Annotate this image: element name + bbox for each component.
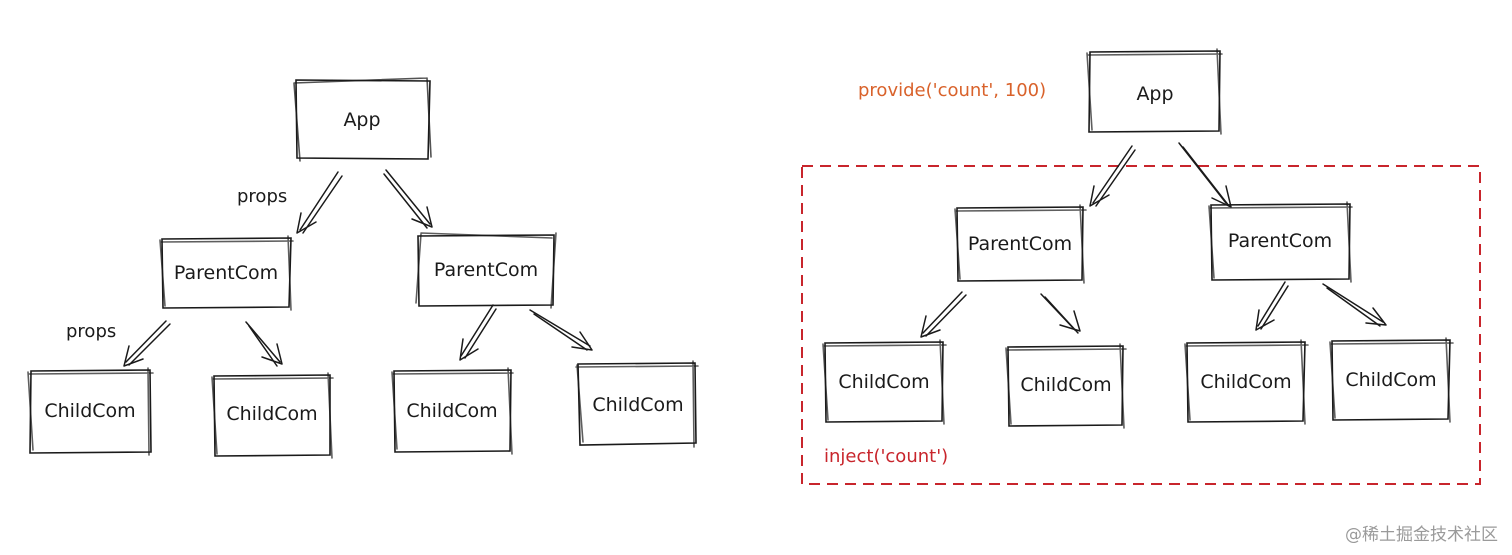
left-arrow-app-to-parent-2: [383, 169, 433, 229]
right-arrow-app-to-parent-2: [1178, 142, 1232, 208]
right-app-label: App: [1136, 83, 1173, 105]
left-child-node-1: ChildCom: [27, 367, 154, 456]
right-arrow-parent1-to-child2: [1040, 293, 1081, 334]
inject-label: inject('count'): [824, 446, 948, 467]
right-child-label-2: ChildCom: [1020, 374, 1111, 396]
right-child-label-1: ChildCom: [838, 371, 929, 393]
left-child-node-4: ChildCom: [575, 360, 699, 448]
left-props-label-top: props: [237, 186, 287, 207]
inject-scope-region: [801, 165, 1481, 485]
left-arrow-parent2-to-child3: [459, 304, 497, 361]
left-child-label-1: ChildCom: [44, 400, 135, 422]
right-arrow-parent2-to-child3: [1255, 281, 1289, 331]
left-arrow-parent1-to-child1: [123, 320, 171, 367]
right-child-node-2: ChildCom: [1005, 343, 1127, 429]
right-arrow-parent1-to-child1: [920, 291, 967, 338]
right-child-node-3: ChildCom: [1184, 339, 1309, 425]
left-parent-node-1: ParentCom: [159, 235, 294, 311]
left-arrow-parent2-to-child4: [529, 309, 593, 351]
right-child-label-4: ChildCom: [1345, 369, 1436, 391]
left-child-node-2: ChildCom: [211, 372, 334, 459]
right-arrow-app-to-parent-1: [1089, 145, 1136, 207]
left-child-node-3: ChildCom: [391, 367, 514, 455]
left-arrow-parent1-to-child2: [245, 321, 283, 367]
watermark: @稀土掘金技术社区: [1345, 525, 1498, 545]
right-arrow-parent2-to-child4: [1322, 283, 1387, 327]
left-child-label-4: ChildCom: [592, 394, 683, 416]
left-child-label-3: ChildCom: [406, 400, 497, 422]
left-app-label: App: [343, 109, 380, 131]
left-app-node: App: [293, 77, 432, 162]
right-child-label-3: ChildCom: [1200, 371, 1291, 393]
right-child-node-4: ChildCom: [1329, 337, 1454, 423]
right-parent-node-2: ParentCom: [1208, 201, 1353, 283]
right-parent-label-2: ParentCom: [1228, 230, 1332, 252]
right-parent-node-1: ParentCom: [954, 204, 1087, 284]
right-app-node: App: [1086, 48, 1223, 135]
right-child-node-1: ChildCom: [822, 339, 947, 425]
left-arrow-app-to-parent-1: [296, 171, 343, 234]
left-child-label-2: ChildCom: [226, 403, 317, 425]
left-parent-label-2: ParentCom: [434, 259, 538, 281]
left-props-label-bottom: props: [66, 321, 116, 342]
left-parent-node-2: ParentCom: [415, 232, 557, 309]
provide-label: provide('count', 100): [858, 80, 1046, 101]
right-parent-label-1: ParentCom: [968, 233, 1072, 255]
left-parent-label-1: ParentCom: [174, 262, 278, 284]
